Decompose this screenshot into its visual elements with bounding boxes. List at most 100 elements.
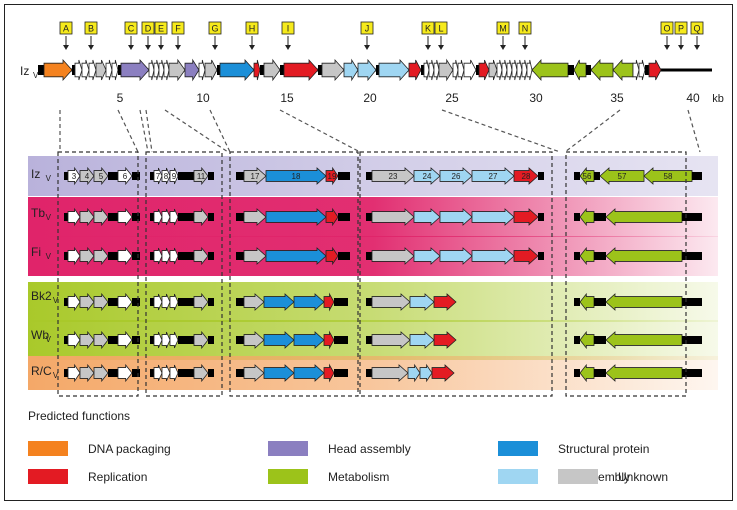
genome-gene xyxy=(148,59,155,81)
genome-gene xyxy=(88,59,97,81)
noncoding-segment xyxy=(236,213,244,221)
block2-gene xyxy=(161,167,171,185)
marker-arrow-head xyxy=(425,45,431,50)
block5-gene xyxy=(605,208,683,226)
block4-gene xyxy=(439,208,473,226)
noncoding-segment xyxy=(366,252,372,260)
marker-letter: F xyxy=(175,24,181,34)
legend-swatch-metabolism xyxy=(268,469,308,484)
noncoding-segment xyxy=(692,172,702,180)
block1-gene xyxy=(67,330,81,350)
marker-box xyxy=(518,21,532,35)
noncoding-segment xyxy=(64,369,68,377)
block3-gene xyxy=(243,247,267,265)
legend-swatch-replication xyxy=(28,469,68,484)
marker-box xyxy=(660,21,674,35)
genome-label-sub: V xyxy=(33,71,39,80)
block4-gene xyxy=(371,331,411,349)
zoom-connector-line xyxy=(279,109,361,153)
noncoding-segment xyxy=(236,172,244,180)
block4-gene xyxy=(439,247,473,265)
marker-box xyxy=(690,21,704,35)
block1-gene xyxy=(67,292,81,312)
noncoding-segment xyxy=(38,65,44,75)
genome-gene xyxy=(511,59,518,81)
noncoding-segment xyxy=(64,172,68,180)
genome-gene xyxy=(111,59,119,81)
block4-gene xyxy=(431,364,455,382)
noncoding-segment xyxy=(217,65,220,75)
noncoding-segment xyxy=(366,369,372,377)
noncoding-segment xyxy=(108,252,118,260)
genome-gene xyxy=(423,59,430,81)
marker-letter: K xyxy=(425,24,431,34)
marker-arrow-head xyxy=(285,45,291,50)
gene-number-label: 23 xyxy=(389,172,398,181)
noncoding-segment xyxy=(334,298,348,306)
gene-number-label: 17 xyxy=(251,172,260,181)
genome-gene xyxy=(343,58,359,82)
legend-label: Replication xyxy=(88,469,148,484)
scale-tick-label: 5 xyxy=(117,91,124,105)
marker-arrow-head xyxy=(175,45,181,50)
marker-arrow-head xyxy=(664,45,670,50)
block1-gene xyxy=(79,166,95,186)
marker-box xyxy=(434,21,448,35)
block5-gene xyxy=(599,167,645,185)
noncoding-segment xyxy=(108,213,118,221)
legend-label: Unknown xyxy=(618,469,669,484)
block3-gene xyxy=(265,167,327,185)
marker-letter: O xyxy=(663,24,670,34)
block5-gene xyxy=(579,292,595,312)
genome-gene xyxy=(457,59,465,81)
noncoding-segment xyxy=(132,172,140,180)
block4-gene xyxy=(413,208,441,226)
block1-gene xyxy=(79,292,95,312)
genome-gene xyxy=(516,59,523,81)
noncoding-segment xyxy=(538,172,544,180)
marker-P: P xyxy=(674,21,688,50)
block1-gene xyxy=(117,207,133,227)
phage-label-sub: V xyxy=(46,174,52,183)
genome-gene xyxy=(357,58,377,82)
genome-gene xyxy=(158,59,165,81)
phage-label-sub: V xyxy=(53,371,59,380)
block2-gene xyxy=(169,293,179,311)
genome-gene xyxy=(263,58,281,82)
genome-gene xyxy=(198,59,206,81)
block5-gene xyxy=(579,207,595,227)
legend-item-structural-protein: Structural protein xyxy=(498,441,649,456)
noncoding-segment xyxy=(108,298,118,306)
scale-tick-label: 25 xyxy=(445,91,459,105)
block5-gene xyxy=(605,247,683,265)
noncoding-segment xyxy=(574,336,580,344)
noncoding-segment xyxy=(586,65,591,75)
marker-arrow-head xyxy=(88,45,94,50)
noncoding-segment xyxy=(150,213,154,221)
genome-gene xyxy=(632,59,640,81)
genome-label-main: Iz xyxy=(20,64,29,78)
marker-G: G xyxy=(208,21,222,50)
block3-gene xyxy=(293,331,325,349)
phage-label-main: Tb xyxy=(31,206,45,220)
zoom-connector-line xyxy=(209,109,231,153)
block1-gene xyxy=(67,246,81,266)
marker-letter: J xyxy=(365,24,370,34)
marker-Q: Q xyxy=(690,21,704,50)
zoom-connector-line xyxy=(564,109,621,153)
noncoding-segment xyxy=(682,298,702,306)
marker-box xyxy=(208,21,222,35)
block2-gene xyxy=(169,331,179,349)
block4-gene xyxy=(407,363,421,383)
marker-box xyxy=(124,21,138,35)
phage-label-main: Fi xyxy=(31,245,41,259)
noncoding-segment xyxy=(338,252,350,260)
genome-gene xyxy=(163,59,170,81)
noncoding-segment xyxy=(132,369,140,377)
genome-gene xyxy=(501,59,508,81)
marker-box xyxy=(171,21,185,35)
block3-gene xyxy=(243,364,265,382)
block2-gene xyxy=(193,363,209,383)
marker-arrow-head xyxy=(158,45,164,50)
